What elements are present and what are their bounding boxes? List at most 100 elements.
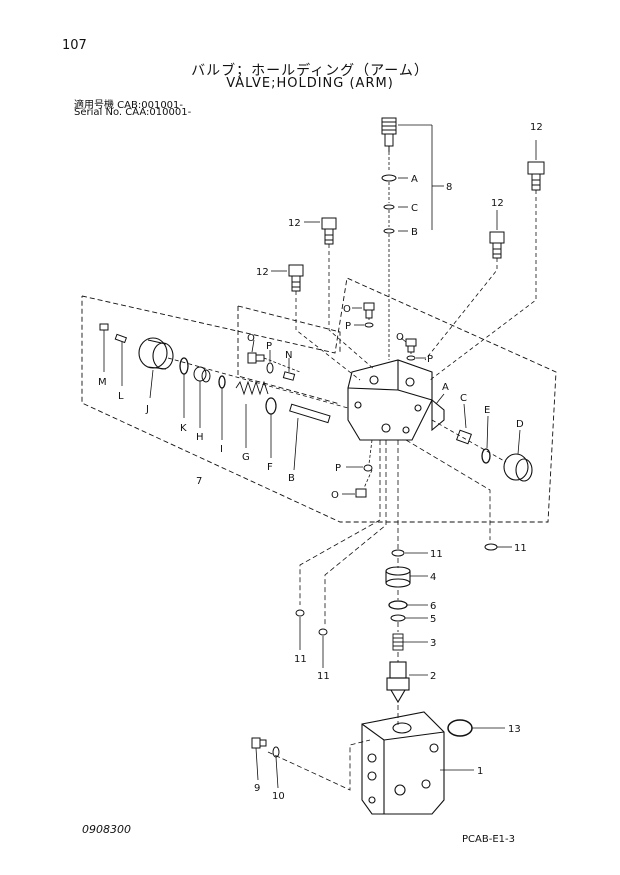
oring-11-left-a bbox=[295, 609, 305, 617]
part-d-plug bbox=[503, 429, 533, 482]
oring-11-right bbox=[484, 543, 498, 551]
serial-range-japanese: 適用号機 CAB:001001- bbox=[74, 100, 184, 111]
bolt-12-right bbox=[489, 210, 505, 259]
callout-12: 12 bbox=[530, 122, 543, 133]
right-axis-dashed bbox=[431, 419, 507, 463]
callout-o: O bbox=[331, 490, 339, 501]
callout-7: 7 bbox=[196, 476, 202, 487]
oring-11-center bbox=[391, 549, 405, 557]
left-plug-leaders bbox=[251, 339, 301, 373]
oring-11-left-b bbox=[318, 628, 328, 636]
bracket-8 bbox=[398, 124, 444, 232]
title-english: VALVE;HOLDING (ARM) bbox=[226, 76, 394, 91]
part-6-backup-ring bbox=[388, 600, 408, 610]
callout-c: C bbox=[411, 203, 418, 214]
part-b-spool bbox=[289, 403, 331, 471]
spool-axis-dashed bbox=[167, 357, 349, 409]
catalog-code: PCAB-E1-3 bbox=[462, 834, 515, 845]
upper-valve-block bbox=[347, 359, 445, 441]
callout-2: 2 bbox=[430, 671, 436, 682]
part-13-oring bbox=[447, 719, 473, 737]
callout-4: 4 bbox=[430, 572, 436, 583]
callout-12: 12 bbox=[491, 198, 504, 209]
callout-a: A bbox=[442, 382, 449, 393]
part-2-poppet bbox=[386, 661, 410, 704]
callout-o: O bbox=[247, 333, 255, 344]
callout-6: 6 bbox=[430, 601, 436, 612]
callout-o: O bbox=[396, 332, 404, 343]
callout-d: D bbox=[516, 419, 524, 430]
callout-p: P bbox=[427, 354, 433, 365]
part-f-washer bbox=[265, 397, 277, 415]
lower-plug-leaders bbox=[342, 439, 373, 495]
callout-a: A bbox=[411, 174, 418, 185]
stack-leaders bbox=[299, 546, 512, 676]
callout-3: 3 bbox=[430, 638, 436, 649]
plug-o-right bbox=[405, 338, 417, 353]
callout-i: I bbox=[220, 444, 223, 455]
callout-p: P bbox=[335, 463, 341, 474]
callout-12: 12 bbox=[288, 218, 301, 229]
callout-e: E bbox=[484, 405, 490, 416]
oring-p-top bbox=[364, 322, 374, 328]
sub-assembly-outline bbox=[237, 305, 341, 405]
plug-o-left bbox=[247, 352, 265, 364]
bolt-12-upper-left bbox=[304, 217, 337, 245]
document-number: 0908300 bbox=[82, 823, 131, 836]
callout-13: 13 bbox=[508, 724, 521, 735]
connection-leaders bbox=[267, 439, 491, 791]
part-5-oring bbox=[390, 614, 406, 622]
bolt-leader-lines bbox=[295, 190, 537, 381]
plug-o-lower bbox=[355, 488, 367, 498]
callout-l: L bbox=[118, 391, 124, 402]
part-3-spring bbox=[392, 633, 404, 651]
oring-p-right bbox=[406, 355, 416, 361]
callout-12: 12 bbox=[256, 267, 269, 278]
callout-1: 1 bbox=[477, 766, 483, 777]
callout-n: N bbox=[285, 350, 292, 361]
part-4-piston bbox=[385, 566, 411, 588]
plug-o-top bbox=[363, 302, 375, 319]
callout-o: O bbox=[343, 304, 351, 315]
callout-labels: 12 12 12 12 A C B 8 O P O P O P N M L J … bbox=[98, 122, 543, 802]
title-japanese: バルブ；ホールディング（アーム） bbox=[191, 63, 429, 79]
callout-p: P bbox=[266, 341, 272, 352]
part-m-screw bbox=[99, 323, 109, 372]
part-i-oring bbox=[218, 375, 226, 389]
callout-f: F bbox=[267, 462, 273, 473]
part-a-leader bbox=[435, 393, 445, 405]
callout-11: 11 bbox=[430, 549, 443, 560]
pin-n bbox=[282, 371, 296, 381]
oring-p-lower bbox=[363, 464, 373, 472]
part-e-oring bbox=[481, 448, 491, 464]
serial-range-english: Serial No. CAA:010001- bbox=[74, 107, 192, 118]
callout-j: J bbox=[145, 404, 149, 415]
oring-p-left bbox=[266, 362, 274, 374]
oring-a bbox=[381, 174, 397, 182]
bolt-12-top-right bbox=[527, 140, 545, 191]
plug-leaders-top bbox=[352, 307, 426, 359]
check-valve-plug-8 bbox=[381, 117, 397, 152]
part-g-spring bbox=[235, 380, 269, 448]
callout-5: 5 bbox=[430, 614, 436, 625]
callout-p: P bbox=[345, 321, 351, 332]
callout-b: B bbox=[411, 227, 418, 238]
oring-b bbox=[383, 228, 395, 234]
callout-g: G bbox=[242, 452, 250, 463]
callout-11: 11 bbox=[294, 654, 307, 665]
callout-k: K bbox=[180, 423, 187, 434]
oring-c bbox=[383, 204, 395, 210]
callout-10: 10 bbox=[272, 791, 285, 802]
callout-11: 11 bbox=[514, 543, 527, 554]
lower-leaders bbox=[275, 727, 505, 789]
bolt-12-left bbox=[271, 264, 304, 292]
callout-m: M bbox=[98, 377, 107, 388]
part-l-pin bbox=[114, 333, 128, 386]
assembly-7-outline bbox=[81, 277, 557, 523]
callout-b: B bbox=[288, 473, 295, 484]
page-number: 107 bbox=[62, 38, 87, 53]
callout-c: C bbox=[460, 393, 467, 404]
callout-h: H bbox=[196, 432, 204, 443]
callout-9: 9 bbox=[254, 783, 260, 794]
